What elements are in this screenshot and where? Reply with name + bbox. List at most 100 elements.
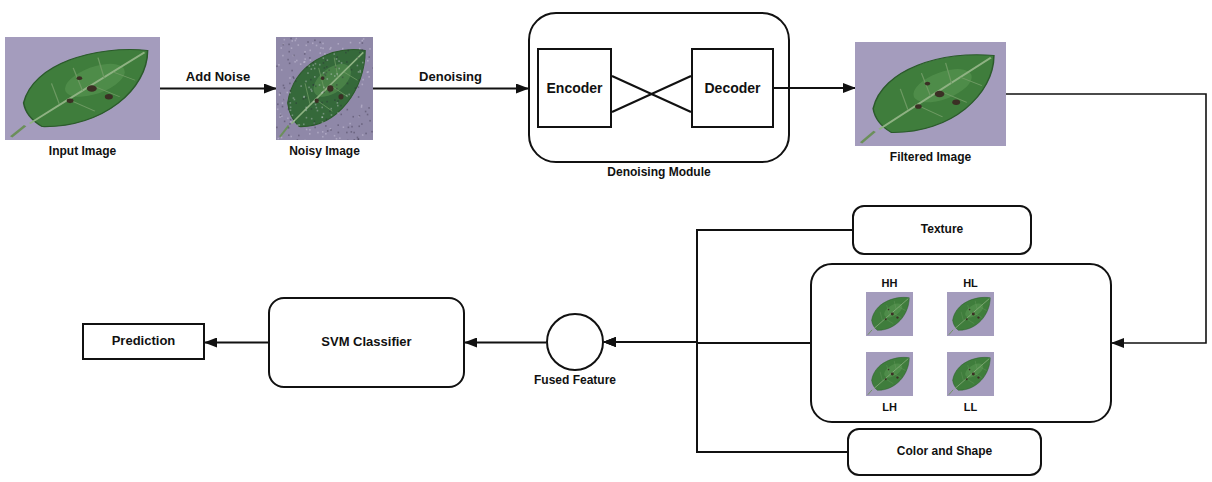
noise-dot [320,47,322,49]
leaf-shape [953,357,991,390]
noise-dot [346,95,348,97]
noise-dot [325,125,327,127]
noise-dot [289,90,291,92]
noise-dot [293,55,295,57]
noise-dot [315,63,317,65]
noise-dot [284,121,286,123]
noise-dot [279,92,281,94]
noise-dot [314,123,316,125]
noise-dot [323,91,325,93]
leaf-spot [888,309,890,311]
noise-dot [322,43,324,45]
leaf-vein [968,305,971,315]
noise-dot [304,58,306,60]
noise-dot [290,136,292,138]
noise-dot [288,108,290,110]
noise-dot [314,76,316,78]
noise-dot [319,64,321,66]
leaf-vein [30,52,145,123]
picture-ground [947,352,994,396]
noise-dot [348,94,350,96]
noise-dot [290,38,292,40]
leaf-spot [896,376,898,378]
noise-dot [358,138,360,140]
noise-dot [304,53,306,55]
noise-dot [310,79,312,81]
noise-dot [314,123,316,125]
noise-dot [322,48,324,50]
leaf-spot [977,316,979,318]
noise-dot [282,55,284,57]
leaf-vein [899,367,906,371]
leaf-vein [52,83,60,104]
leaf-stem [11,126,25,137]
noise-dot [326,101,328,103]
noise-dot [288,127,290,129]
input-image: Input Image [5,37,160,140]
noise-dot [282,106,284,108]
leaf-spot [891,313,894,316]
flow-arrow [774,87,855,89]
box-label: Prediction [112,334,176,349]
noise-dot [313,84,315,86]
noise-dot [351,126,353,128]
noise-dot [284,87,286,89]
noise-dot [283,99,285,101]
fusion-circle: Fused Feature [546,313,604,371]
leaf-highlight [882,361,905,381]
noise-dot [303,61,305,63]
noise-dot [353,132,355,134]
leaf-vein [98,58,104,79]
connector-line [612,76,691,112]
noise-dot [311,118,313,120]
noise-dot [295,102,297,104]
noise-dot [347,109,349,111]
leaf-shape [288,50,366,127]
noise-dot [278,64,280,66]
module-box: EncoderDecoderDenoising Module [528,12,790,163]
leaf-vein [975,301,977,310]
leaf-vein [887,365,890,375]
noise-dot [314,121,316,123]
noise-dot [281,69,283,71]
arrow-label: Denoising [417,70,484,85]
noise-dot [312,42,314,44]
leaf-vein [961,372,963,381]
noise-dot [365,133,367,135]
noise-dot [327,130,329,132]
noise-dot [323,62,325,64]
noise-dot [358,71,360,73]
noise-dot [284,39,286,41]
noise-dot [358,139,360,140]
leaf-spot [952,100,960,105]
noise-dot [303,96,305,98]
noise-dot [295,40,297,42]
noise-dot [367,60,369,62]
noise-dot [310,89,312,91]
noise-dot [340,105,342,107]
leaf-vein [894,301,896,310]
noise-dot [362,62,364,64]
noise-dot [325,133,327,135]
flow-arrow [465,342,546,344]
leaf-shape [873,55,994,133]
noise-dot [319,84,321,86]
noise-dot [293,55,295,57]
noise-dot [287,92,289,94]
noise-dot [307,72,309,74]
noise-dot [289,63,291,65]
noise-dot [357,57,359,59]
noise-dot [314,127,316,129]
leaf-vein [921,73,930,96]
noise-dot [368,56,370,58]
noise-dot [319,42,321,44]
noise-dot [321,102,323,104]
subband-image: HL [947,292,994,336]
noise-dot [338,132,340,134]
leaf-vein [968,365,971,375]
noise-dot [324,67,326,69]
noise-dot [348,127,350,129]
noise-dot [337,102,339,104]
noise-dot [361,123,363,125]
